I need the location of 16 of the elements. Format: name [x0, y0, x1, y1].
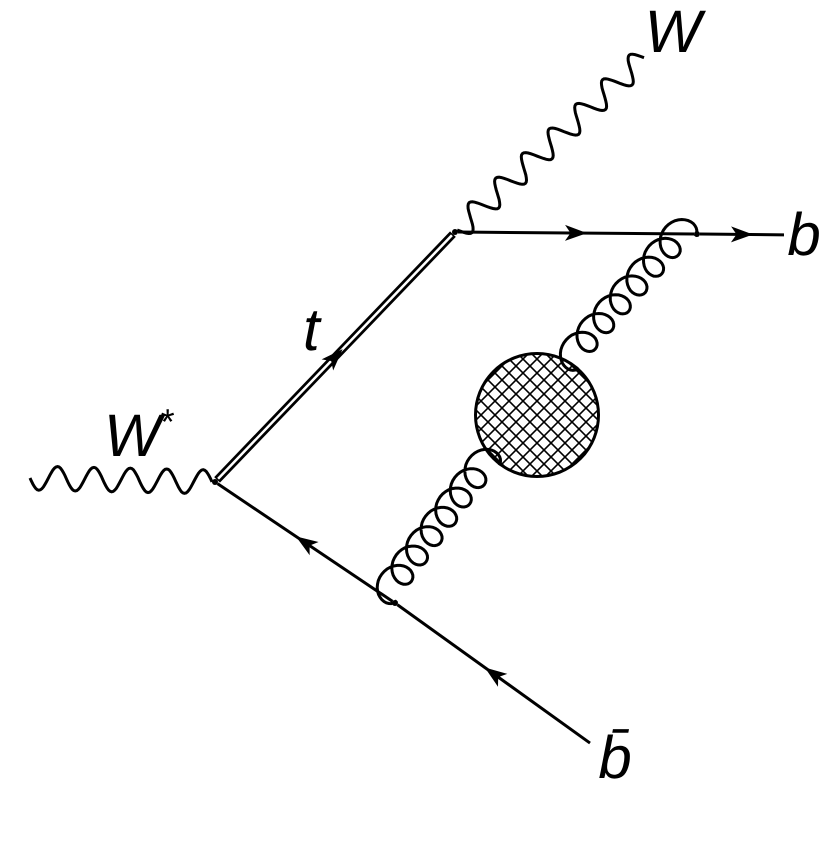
edge-label: W$^{*}$	[104, 400, 175, 466]
arrow	[458, 224, 694, 241]
arrow	[216, 482, 394, 603]
vertex-point	[392, 600, 398, 606]
edge-label: t	[303, 300, 320, 360]
vertex-point	[694, 231, 700, 237]
arrow	[700, 226, 784, 242]
vertex-point	[452, 229, 458, 235]
particle-label: b̄	[590, 728, 640, 794]
double-arrow	[214, 231, 456, 483]
vertex-point	[212, 479, 218, 485]
wavy-line	[28, 465, 214, 495]
particle-label: b	[784, 205, 824, 265]
hatched-blob	[474, 352, 600, 478]
arrow	[396, 604, 591, 744]
wavy-line	[456, 52, 645, 235]
